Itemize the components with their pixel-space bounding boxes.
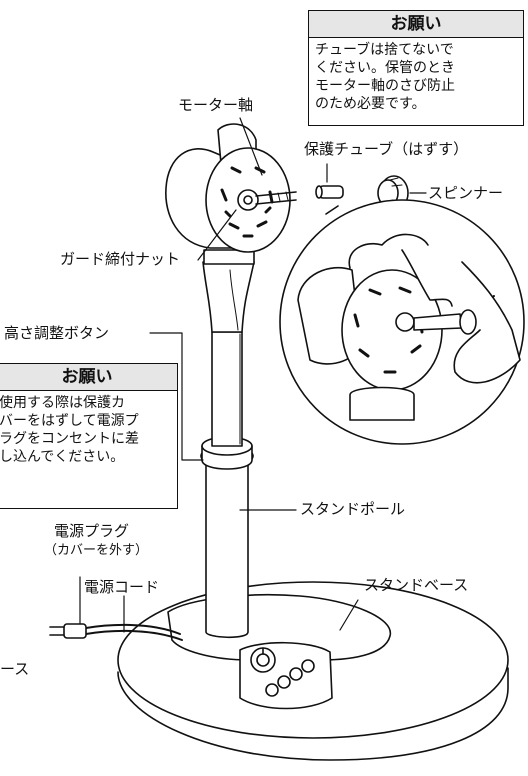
stand-base-drawing	[117, 581, 509, 761]
notice-line: 使用する際は保護カ	[0, 395, 125, 411]
notice-line: ラグをコンセントに差	[0, 431, 139, 447]
label-guard-nut: ガード締付ナット	[60, 250, 181, 268]
notice-line: ください。保管のとき	[315, 60, 455, 76]
detail-circle-drawing	[279, 199, 525, 445]
notice-line: し込んでください。	[0, 449, 125, 465]
notice-line: のため必要です。	[315, 96, 426, 112]
notice-line: モーター軸のさび防止	[315, 78, 455, 94]
power-cord-drawing	[49, 623, 183, 641]
notice-line: チューブは捨てないで	[315, 42, 454, 58]
label-cut-off: ース	[0, 660, 30, 678]
label-power-cord: 電源コード	[84, 578, 160, 596]
fan-head-drawing	[165, 123, 297, 253]
notice-title: お願い	[0, 364, 177, 391]
notice-title: お願い	[309, 11, 523, 38]
notice-line: バーをはずして電源プ	[0, 413, 139, 429]
label-motor-shaft: モーター軸	[178, 96, 254, 114]
label-stand-base: スタンドベース	[364, 576, 469, 594]
notice-box-plug: お願い 使用する際は保護カ バーをはずして電源プ ラグをコンセントに差 し込んで…	[0, 363, 178, 509]
leader-lines	[79, 117, 427, 633]
label-plug-cover: （カバーを外す）	[44, 543, 149, 558]
notice-body: チューブは捨てないで ください。保管のとき モーター軸のさび防止 のため必要です…	[309, 38, 523, 116]
label-protective-tube: 保護チューブ（はずす）	[304, 140, 469, 158]
notice-body: 使用する際は保護カ バーをはずして電源プ ラグをコンセントに差 し込んでください…	[0, 391, 177, 469]
stand-pole-drawing	[200, 249, 255, 639]
label-height-button: 高さ調整ボタン	[4, 324, 110, 342]
notice-box-tube: お願い チューブは捨てないで ください。保管のとき モーター軸のさび防止 のため…	[308, 10, 524, 126]
label-spinner: スピンナー	[428, 184, 504, 202]
label-power-plug: 電源プラグ	[54, 522, 130, 540]
label-stand-pole: スタンドポール	[300, 500, 406, 518]
